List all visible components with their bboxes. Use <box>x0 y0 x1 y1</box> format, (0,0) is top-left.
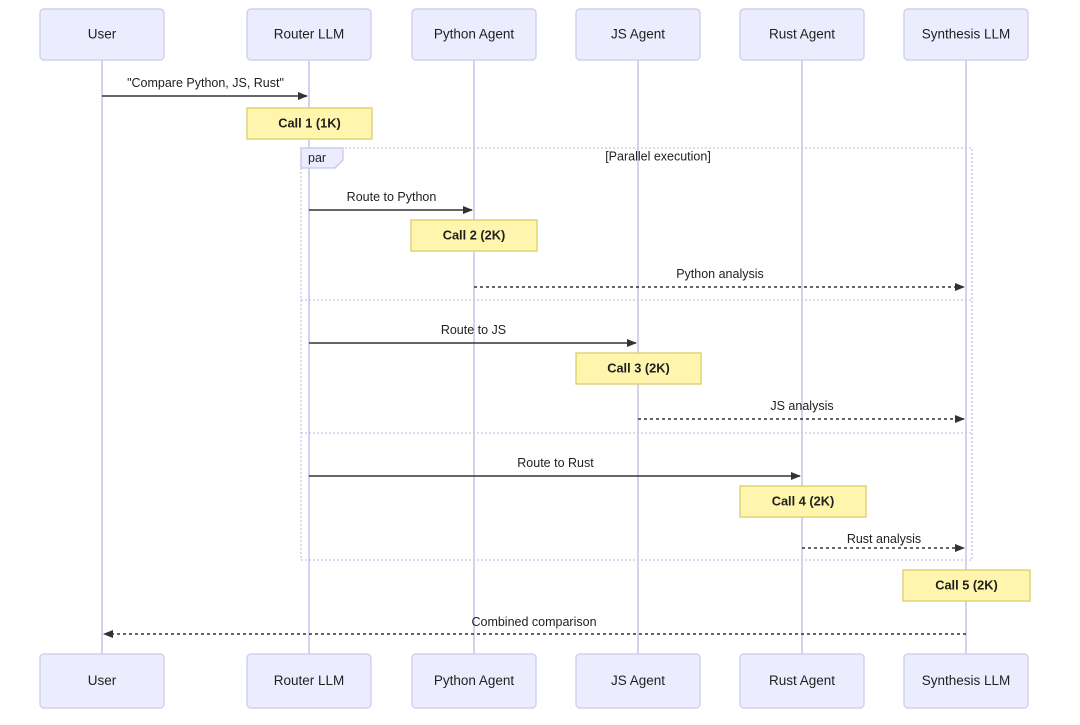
actor-footer-box-js[interactable] <box>575 653 701 709</box>
message-m1: "Compare Python, JS, Rust" <box>102 76 308 100</box>
note-box-n1 <box>246 107 373 140</box>
actor-header-label-js: JS Agent <box>611 27 665 42</box>
actor-footer-label-js: JS Agent <box>611 673 665 688</box>
header-actors-group: User Router LLM Python Agent JS Agent Rust A… <box>39 8 1029 61</box>
actor-header-label-synthesis: Synthesis LLM <box>922 27 1011 42</box>
actor-header-box-js[interactable] <box>575 8 701 61</box>
actor-footer-box-router[interactable] <box>246 653 372 709</box>
actor-footer-box-python[interactable] <box>411 653 537 709</box>
actor-footer-label-synthesis: Synthesis LLM <box>922 673 1011 688</box>
footer-actors-group: User Router LLM Python Agent JS Agent Rust A… <box>39 653 1029 709</box>
note-box-n4 <box>739 485 867 518</box>
message-m6: Route to Rust <box>309 456 801 480</box>
parallel-fragment: par [Parallel execution] <box>300 147 973 561</box>
note-label-n5: Call 5 (2K) <box>935 577 998 592</box>
actor-header-box-user[interactable] <box>39 8 165 61</box>
note-label-n4: Call 4 (2K) <box>772 493 835 508</box>
note-n4: Call 4 (2K) <box>739 485 867 518</box>
message-label-m8: Combined comparison <box>471 615 596 629</box>
parallel-fragment-tag-shape <box>300 147 344 169</box>
note-label-n2: Call 2 (2K) <box>443 227 506 242</box>
actor-header-user[interactable]: User <box>39 8 165 61</box>
actor-footer-js[interactable]: JS Agent <box>575 653 701 709</box>
actor-header-label-user: User <box>88 27 117 42</box>
message-label-m5: JS analysis <box>770 399 833 413</box>
message-label-m2: Route to Python <box>347 190 437 204</box>
lifelines-group <box>101 60 967 654</box>
message-m2: Route to Python <box>309 190 473 214</box>
actor-footer-box-user[interactable] <box>39 653 165 709</box>
actor-header-python[interactable]: Python Agent <box>411 8 537 61</box>
actor-header-box-synthesis[interactable] <box>903 8 1029 61</box>
message-m8: Combined comparison <box>103 615 966 638</box>
actor-header-box-python[interactable] <box>411 8 537 61</box>
actor-footer-label-router: Router LLM <box>274 673 345 688</box>
message-m3: Python analysis <box>474 267 965 291</box>
actor-footer-box-synthesis[interactable] <box>903 653 1029 709</box>
actor-header-box-rust[interactable] <box>739 8 865 61</box>
actor-header-box-router[interactable] <box>246 8 372 61</box>
note-box-n5 <box>902 569 1031 602</box>
parallel-fragment-frame <box>300 147 973 561</box>
actor-header-label-python: Python Agent <box>434 27 515 42</box>
actor-header-router[interactable]: Router LLM <box>246 8 372 61</box>
notes-group: Call 1 (1K) Call 2 (2K) Call 3 (2K) Call 4 … <box>246 107 1031 602</box>
message-label-m1: "Compare Python, JS, Rust" <box>127 76 284 90</box>
actor-footer-synthesis[interactable]: Synthesis LLM <box>903 653 1029 709</box>
actor-footer-router[interactable]: Router LLM <box>246 653 372 709</box>
message-m7: Rust analysis <box>802 532 965 552</box>
note-box-n2 <box>410 219 538 252</box>
note-n1: Call 1 (1K) <box>246 107 373 140</box>
actor-header-label-rust: Rust Agent <box>769 27 835 42</box>
note-n3: Call 3 (2K) <box>575 352 702 385</box>
note-label-n3: Call 3 (2K) <box>607 360 670 375</box>
note-n2: Call 2 (2K) <box>410 219 538 252</box>
actor-footer-user[interactable]: User <box>39 653 165 709</box>
message-label-m3: Python analysis <box>676 267 764 281</box>
message-m5: JS analysis <box>638 399 965 423</box>
note-label-n1: Call 1 (1K) <box>278 115 341 130</box>
message-label-m4: Route to JS <box>441 323 506 337</box>
note-n5: Call 5 (2K) <box>902 569 1031 602</box>
message-label-m7: Rust analysis <box>847 532 921 546</box>
actor-footer-label-user: User <box>88 673 117 688</box>
parallel-fragment-tag-label: par <box>308 151 326 165</box>
actor-footer-rust[interactable]: Rust Agent <box>739 653 865 709</box>
actor-footer-python[interactable]: Python Agent <box>411 653 537 709</box>
actor-footer-label-python: Python Agent <box>434 673 515 688</box>
message-m4: Route to JS <box>309 323 637 347</box>
messages-group: "Compare Python, JS, Rust" Route to Pytho… <box>102 76 966 638</box>
actor-footer-label-rust: Rust Agent <box>769 673 835 688</box>
actor-footer-box-rust[interactable] <box>739 653 865 709</box>
message-label-m6: Route to Rust <box>517 456 594 470</box>
actor-header-rust[interactable]: Rust Agent <box>739 8 865 61</box>
actor-header-label-router: Router LLM <box>274 27 345 42</box>
actor-header-js[interactable]: JS Agent <box>575 8 701 61</box>
actor-header-synthesis[interactable]: Synthesis LLM <box>903 8 1029 61</box>
note-box-n3 <box>575 352 702 385</box>
parallel-fragment-title: [Parallel execution] <box>605 149 711 163</box>
